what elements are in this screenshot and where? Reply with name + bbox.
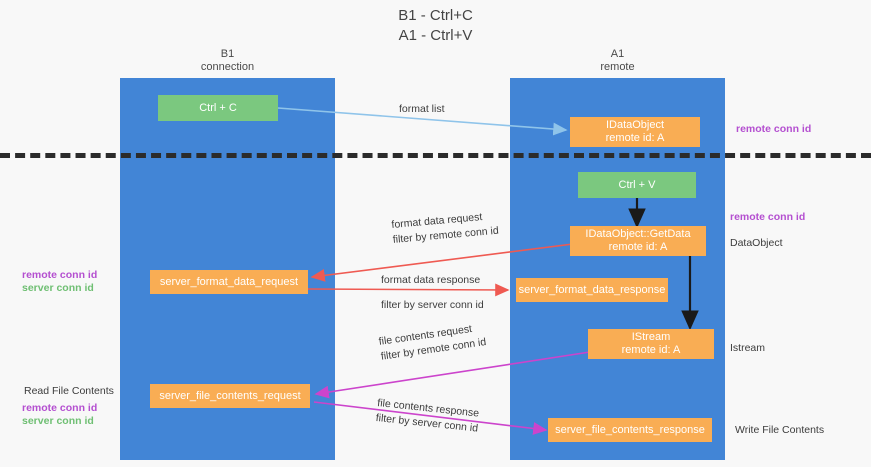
box-server-format-data-response[interactable]: server_format_data_response <box>516 278 668 302</box>
column-header-a1-role: remote <box>600 61 635 73</box>
box-getdata-line1: IDataObject::GetData <box>585 228 691 240</box>
column-header-b1: B1 connection <box>120 48 335 74</box>
column-header-a1: A1 remote <box>510 48 725 74</box>
box-server-format-data-request[interactable]: server_format_data_request <box>150 270 308 294</box>
box-istream-line2: remote id: A <box>621 344 681 356</box>
edge-label-file-contents-request: file contents request filter by remote c… <box>378 321 487 364</box>
side-label-istream-text: Istream <box>730 342 766 354</box>
column-header-a1-name: A1 <box>610 48 625 60</box>
side-label-istream: Istream <box>730 342 765 355</box>
side-label-group-conn-ids-mid: remote conn id server conn id <box>22 269 97 295</box>
filter-prefix-1: filter by <box>392 230 428 246</box>
edge-label-format-list-text: format list <box>399 103 445 115</box>
edge-label-format-data-response: format data response filter by server co… <box>381 274 484 312</box>
column-header-b1-role: connection <box>200 61 255 73</box>
box-idataobject-line2: remote id: A <box>605 132 665 144</box>
box-server-file-contents-response-label: server_file_contents_response <box>555 423 705 436</box>
box-server-format-data-response-label: server_format_data_response <box>518 283 666 296</box>
edge-label-format-data-response-text: format data response <box>381 274 481 286</box>
side-label-dataobject: DataObject <box>730 237 783 250</box>
box-istream[interactable]: IStream remote id: A <box>588 329 714 359</box>
box-server-format-data-request-label: server_format_data_request <box>159 275 299 288</box>
box-idataobject-getdata[interactable]: IDataObject::GetData remote id: A <box>570 226 706 256</box>
side-label-remote-conn-id-left-bottom: remote conn id <box>22 402 98 414</box>
box-idataobject[interactable]: IDataObject remote id: A <box>570 117 700 147</box>
side-label-write-file-contents: Write File Contents <box>735 424 824 437</box>
title-line-2: A1 - Ctrl+V <box>398 27 473 44</box>
side-label-remote-conn-id-top: remote conn id <box>736 123 811 136</box>
box-ctrl-c[interactable]: Ctrl + C <box>158 95 278 121</box>
side-label-read-file-contents: Read File Contents <box>24 385 114 398</box>
side-label-remote-conn-id-top-text: remote conn id <box>736 123 812 135</box>
page-title: B1 - Ctrl+C A1 - Ctrl+V <box>0 6 871 46</box>
column-header-b1-name: B1 <box>220 48 235 60</box>
box-istream-line1: IStream <box>631 331 671 343</box>
box-ctrl-c-label: Ctrl + C <box>199 101 237 114</box>
filter-prefix-2: filter by <box>381 299 415 311</box>
box-server-file-contents-response[interactable]: server_file_contents_response <box>548 418 712 442</box>
side-label-remote-conn-id-mid: remote conn id <box>730 211 805 224</box>
box-idataobject-line1: IDataObject <box>605 119 665 131</box>
box-server-file-contents-request[interactable]: server_file_contents_request <box>150 384 310 408</box>
edge-label-format-data-response-filter: filter by server conn id <box>381 299 484 312</box>
edge-label-format-data-request: format data request filter by remote con… <box>391 210 499 247</box>
filter-prefix-4: filter by <box>375 411 411 428</box>
box-ctrl-v-label: Ctrl + V <box>618 178 656 191</box>
side-label-server-conn-id-left-bottom: server conn id <box>22 415 94 427</box>
edge-label-format-list: format list <box>399 103 445 116</box>
side-label-read-file-contents-text: Read File Contents <box>24 385 114 397</box>
edge-label-file-contents-response: file contents response filter by server … <box>375 397 480 436</box>
side-label-remote-conn-id-mid-text: remote conn id <box>730 211 806 223</box>
side-label-server-conn-id-left: server conn id <box>22 282 94 294</box>
filter-prefix-3: filter by <box>380 346 416 363</box>
box-ctrl-v[interactable]: Ctrl + V <box>578 172 696 198</box>
phase-divider <box>0 153 871 158</box>
title-line-1: B1 - Ctrl+C <box>398 7 473 24</box>
side-label-dataobject-text: DataObject <box>730 237 783 249</box>
filter-value-server-conn-id-1: server conn id <box>417 299 484 311</box>
side-label-remote-conn-id-left: remote conn id <box>22 269 98 281</box>
side-label-group-conn-ids-bottom: remote conn id server conn id <box>22 402 97 428</box>
box-server-file-contents-request-label: server_file_contents_request <box>159 389 301 402</box>
box-getdata-line2: remote id: A <box>608 241 668 253</box>
side-label-write-file-contents-text: Write File Contents <box>735 424 825 436</box>
